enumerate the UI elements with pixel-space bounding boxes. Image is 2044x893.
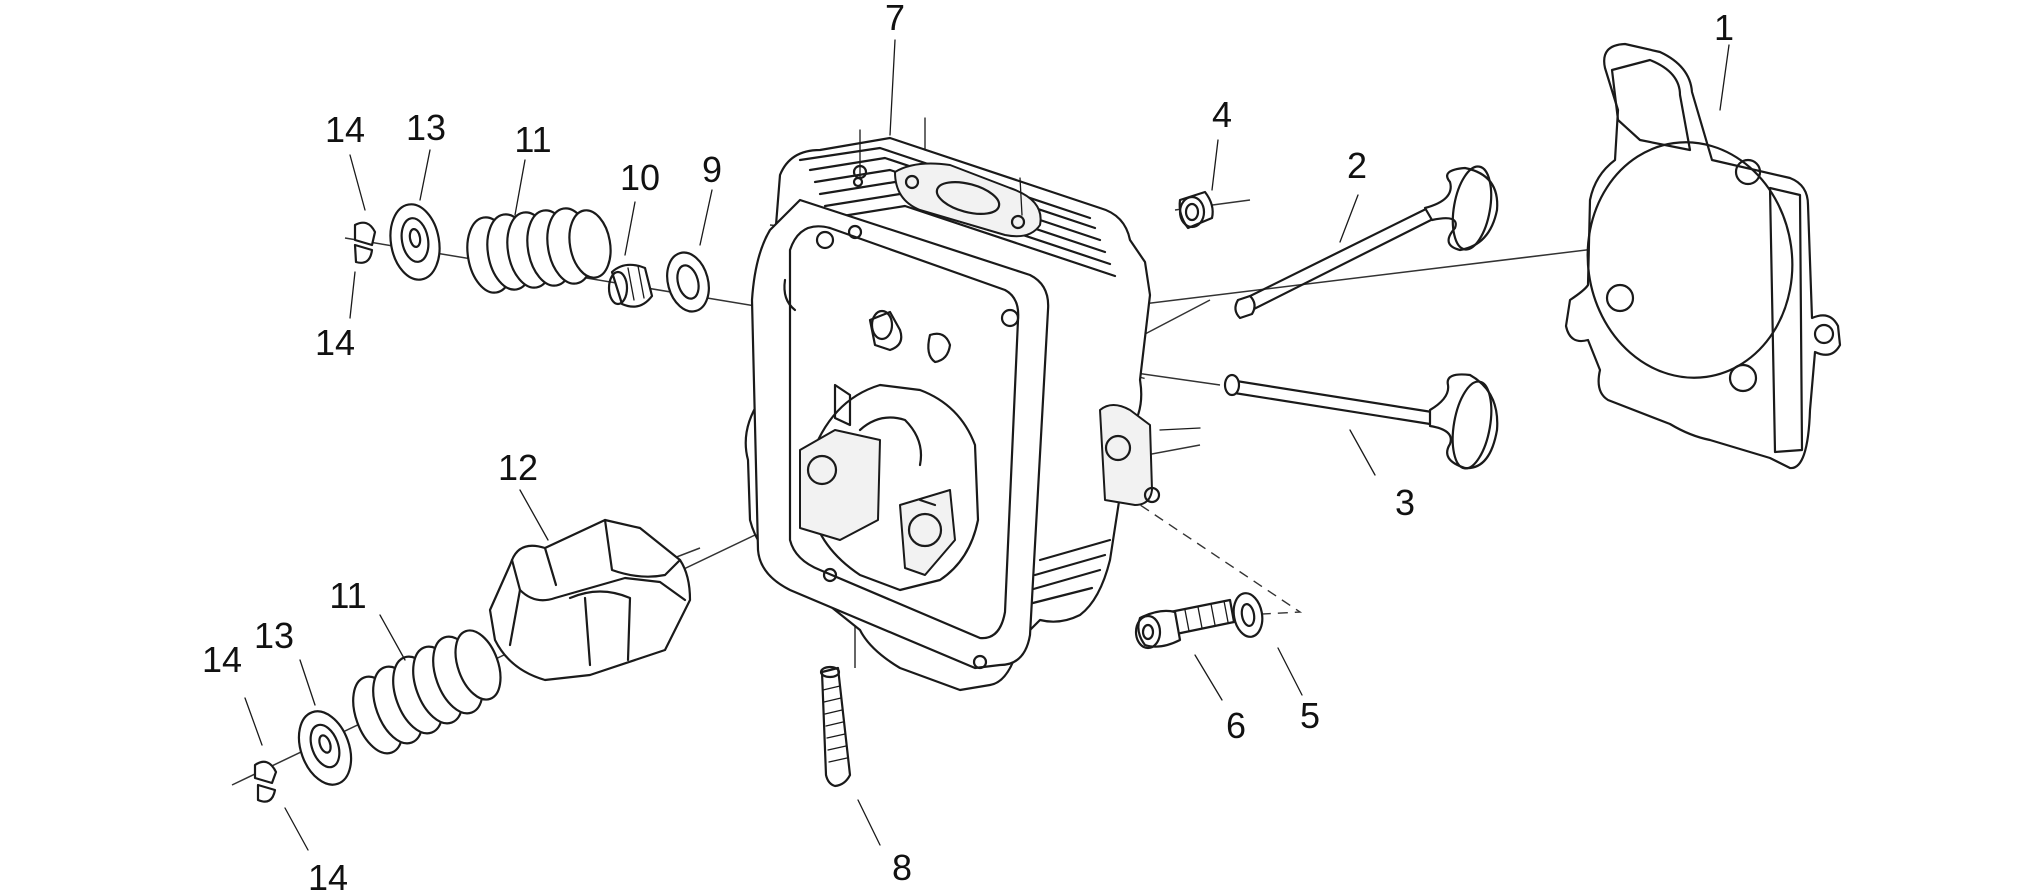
callout-9: 9	[702, 149, 722, 190]
part-7-cylinder-head	[744, 117, 1201, 692]
part-3-exhaust-valve	[1223, 373, 1499, 470]
part-4-dowel-pin	[1178, 190, 1214, 230]
part-9-spring-seat	[666, 251, 710, 313]
callout-5: 5	[1300, 695, 1320, 736]
callout-3: 3	[1395, 482, 1415, 523]
callout-6: 6	[1226, 705, 1246, 746]
part-11-valve-spring-upper	[466, 207, 612, 294]
callout-13-lower: 13	[254, 615, 294, 656]
part-8-stud-bolt	[819, 665, 852, 788]
callout-11-upper: 11	[514, 119, 551, 160]
callout-13-upper: 13	[406, 107, 446, 148]
callout-10: 10	[620, 157, 660, 198]
callout-4: 4	[1212, 94, 1232, 135]
part-14-valve-cotters-upper	[353, 221, 377, 264]
part-10-stem-seal	[607, 263, 654, 308]
callout-1: 1	[1714, 7, 1734, 48]
callout-labels: 1 2 3 4 5 6 7 8 9 10 11 11 12 13 13 14 1…	[202, 0, 1734, 893]
callout-2: 2	[1347, 145, 1367, 186]
part-12-cover	[488, 518, 692, 682]
part-6-socket-bolt	[1134, 598, 1236, 650]
callout-12: 12	[498, 447, 538, 488]
part-11-valve-spring-lower	[352, 629, 502, 755]
callout-8: 8	[892, 847, 912, 888]
part-1-head-gasket	[1564, 42, 1842, 470]
callout-11-lower: 11	[329, 575, 366, 616]
callout-7: 7	[885, 0, 905, 38]
callout-14-lower-bottom: 14	[308, 857, 348, 893]
callout-14-upper-bottom: 14	[315, 322, 355, 363]
part-2-intake-valve	[1234, 165, 1499, 320]
part-13-spring-retainer-lower	[297, 710, 353, 786]
part-14-valve-cotters-lower	[253, 760, 278, 803]
callout-leader-lines	[244, 39, 1730, 851]
part-13-spring-retainer-upper	[389, 203, 441, 281]
callout-14-upper-top: 14	[325, 109, 365, 150]
part-5-washer	[1232, 592, 1264, 638]
callout-14-lower-top: 14	[202, 639, 242, 680]
